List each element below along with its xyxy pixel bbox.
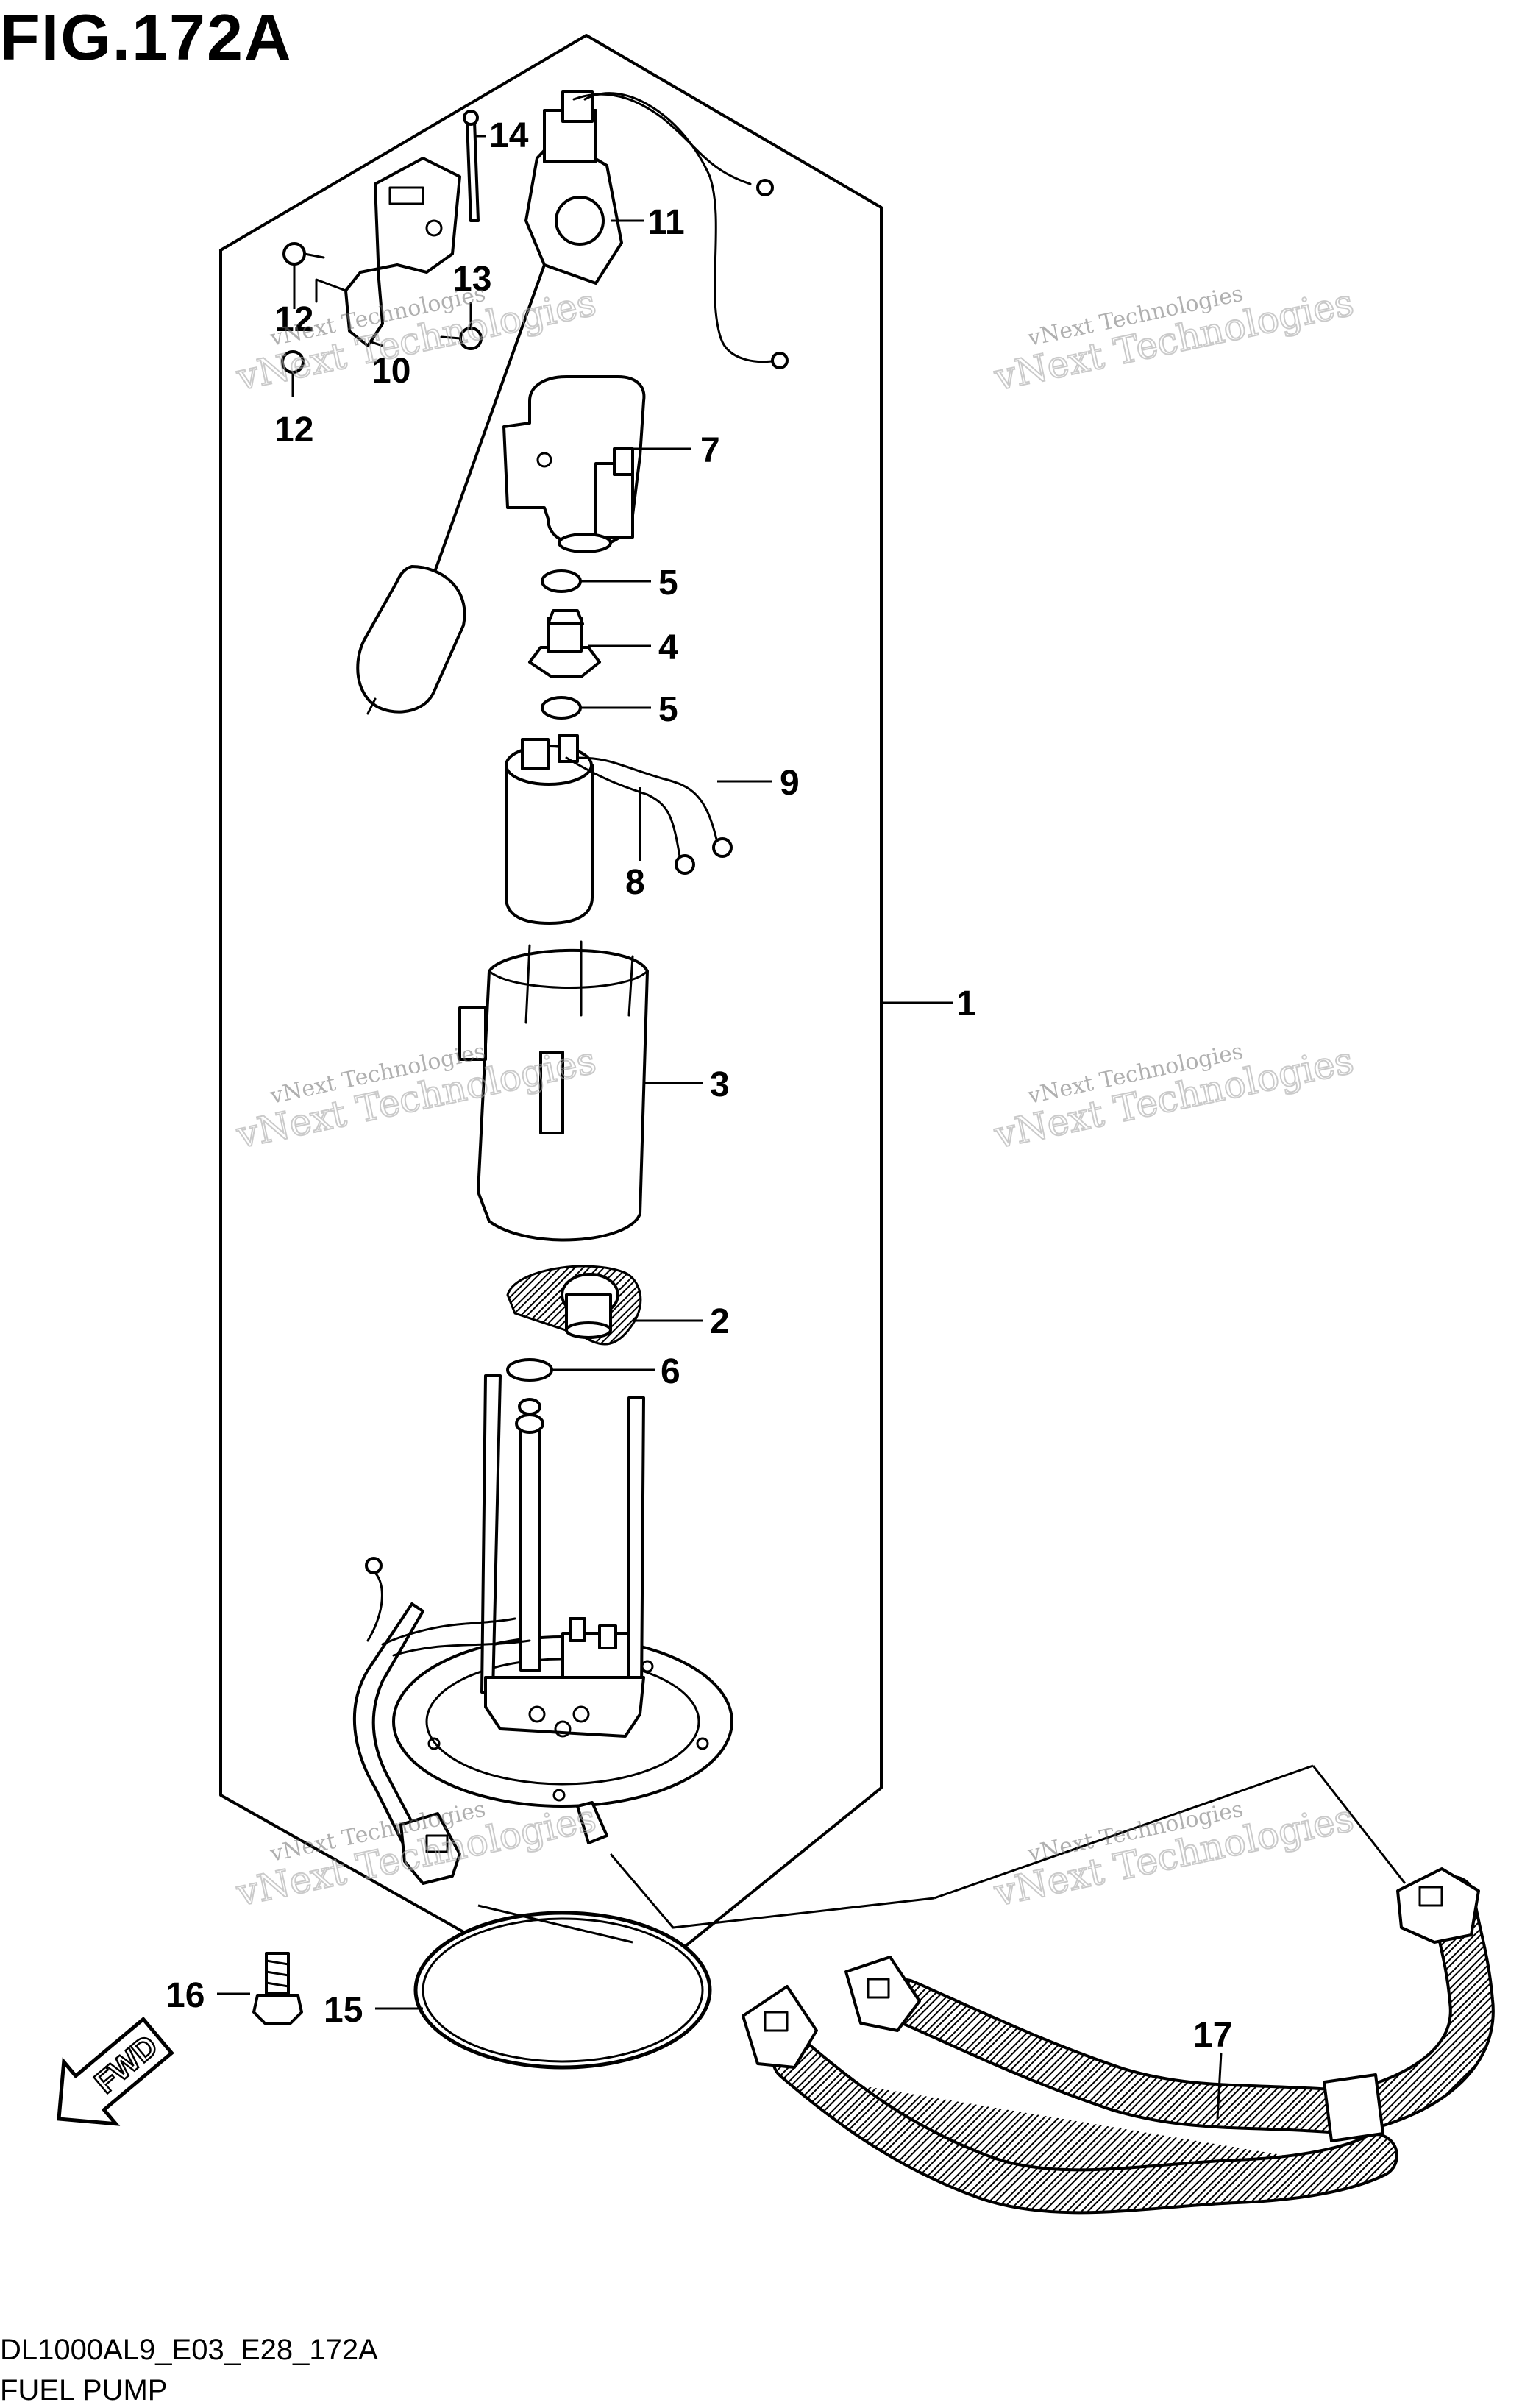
part-regulator — [528, 609, 601, 678]
callout-17: 17 — [1193, 2016, 1232, 2055]
callout-3: 3 — [710, 1065, 730, 1104]
part-o-ring-filter — [506, 1358, 553, 1382]
callout-15: 15 — [324, 1991, 363, 2030]
part-clamp-tie — [463, 110, 480, 222]
callout-10: 10 — [371, 352, 410, 391]
part-pressure-regulator-case — [502, 375, 646, 553]
callout-1: 1 — [956, 984, 976, 1023]
figure-title: FIG.172A — [0, 1, 293, 74]
callout-13: 13 — [452, 260, 491, 299]
callout-16: 16 — [166, 1976, 205, 2015]
figure-code: DL1000AL9_E03_E28_172A — [0, 2334, 378, 2366]
callout-5-lower: 5 — [658, 690, 678, 729]
callout-14: 14 — [489, 116, 529, 155]
fwd-arrow-icon: FWD — [57, 2017, 174, 2126]
part-fuel-filter — [506, 1265, 642, 1346]
part-fuel-hose-assembly — [742, 1867, 1495, 2215]
part-gasket-ring — [413, 1911, 712, 2070]
callout-9: 9 — [780, 764, 800, 803]
part-o-ring-lower — [541, 696, 582, 720]
part-pump-case — [458, 940, 649, 1242]
callout-4: 4 — [658, 628, 678, 667]
callout-11: 11 — [647, 203, 685, 242]
part-screw-13 — [440, 327, 483, 350]
callout-6: 6 — [661, 1352, 680, 1391]
callout-labels: 1 2 3 4 5 5 6 7 8 9 10 11 12 12 13 14 15… — [166, 116, 1232, 2055]
assembly-outline — [219, 34, 883, 2013]
part-o-ring-upper — [541, 569, 582, 593]
callout-8: 8 — [625, 863, 645, 902]
callout-12-upper: 12 — [274, 300, 313, 339]
part-bolt — [252, 1952, 303, 2025]
part-pump-bracket-flange — [392, 1374, 733, 1844]
figure-name: FUEL PUMP — [0, 2374, 168, 2407]
leader-lines — [217, 135, 1407, 2120]
watermarks: vNext Technologies vNext Technologies vN… — [232, 280, 1358, 1915]
callout-5-upper: 5 — [658, 564, 678, 603]
part-fuel-level-sender — [356, 90, 789, 715]
callout-7: 7 — [700, 431, 720, 470]
callout-12-lower: 12 — [274, 411, 313, 450]
callout-2: 2 — [710, 1302, 730, 1341]
part-fuel-pump — [505, 734, 733, 925]
part-bracket — [315, 157, 461, 347]
part-wire-harness — [352, 1557, 531, 1885]
part-screw-upper — [282, 242, 325, 266]
